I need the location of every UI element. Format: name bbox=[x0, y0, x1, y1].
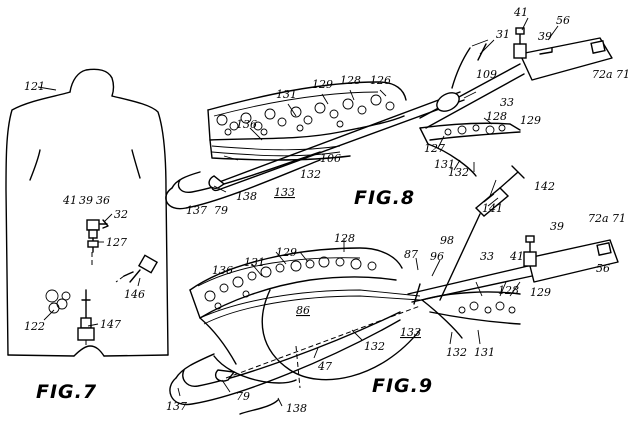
ref-141: 141 bbox=[482, 202, 503, 215]
ref-132c: 132 bbox=[364, 340, 385, 353]
ref-106: 106 bbox=[320, 152, 341, 165]
ref-98: 98 bbox=[440, 234, 454, 247]
ref-71a: 71 bbox=[616, 68, 630, 81]
ref-39c: 39 bbox=[550, 220, 564, 233]
ref-36a: 36 bbox=[96, 194, 110, 207]
ref-138a: 138 bbox=[236, 190, 257, 203]
ref-121: 121 bbox=[24, 80, 45, 93]
ref-137b: 137 bbox=[166, 400, 187, 413]
ref-86: 86 bbox=[296, 304, 310, 317]
ref-122: 122 bbox=[24, 320, 45, 333]
ref-71b: 71 bbox=[612, 212, 626, 225]
ref-132d: 132 bbox=[446, 346, 467, 359]
ref-142: 142 bbox=[534, 180, 555, 193]
ref-79a: 79 bbox=[214, 204, 228, 217]
ref-128c: 128 bbox=[498, 284, 519, 297]
ref-79b: 79 bbox=[236, 390, 250, 403]
ref-39b: 39 bbox=[538, 30, 552, 43]
fig8-caption: FIG.8 bbox=[354, 187, 415, 209]
ref-131b: 131 bbox=[434, 158, 455, 171]
ref-33a: 33 bbox=[500, 96, 514, 109]
fig8-drawing bbox=[165, 27, 613, 210]
ref-146a: 146 bbox=[124, 288, 145, 301]
ref-132a: 132 bbox=[300, 168, 321, 181]
ref-132b: 132 bbox=[448, 166, 469, 179]
reference-numerals: 121 41 39 36 32 127 146 122 147 FIG.7 31… bbox=[24, 6, 630, 415]
ref-133b: 133 bbox=[400, 326, 421, 339]
ref-41c: 41 bbox=[509, 250, 524, 263]
ref-32a: 32 bbox=[114, 208, 128, 221]
ref-87: 87 bbox=[404, 248, 418, 261]
ref-129a: 129 bbox=[312, 78, 333, 91]
ref-56b: 56 bbox=[596, 262, 610, 275]
ref-56a: 56 bbox=[556, 14, 570, 27]
ref-136b: 136 bbox=[212, 264, 233, 277]
ref-133a: 133 bbox=[274, 186, 295, 199]
ref-129c: 129 bbox=[530, 286, 551, 299]
ref-127b: 127 bbox=[424, 142, 445, 155]
ref-126: 126 bbox=[370, 74, 391, 87]
ref-72a-1: 72a bbox=[592, 68, 613, 81]
fig7-caption: FIG.7 bbox=[36, 381, 97, 403]
ref-128a: 128 bbox=[340, 74, 361, 87]
ref-128b: 128 bbox=[486, 110, 507, 123]
ref-41b: 41 bbox=[513, 6, 528, 19]
ref-131c: 131 bbox=[244, 256, 265, 269]
ref-137a: 137 bbox=[186, 204, 207, 217]
leader-lines bbox=[37, 17, 559, 407]
ref-41a: 41 bbox=[62, 194, 77, 207]
ref-109: 109 bbox=[476, 68, 497, 81]
ref-128d: 128 bbox=[334, 232, 355, 245]
ref-138b: 138 bbox=[286, 402, 307, 415]
ref-47: 47 bbox=[317, 360, 332, 373]
ref-136a: 136 bbox=[236, 118, 257, 131]
ref-96: 96 bbox=[430, 250, 444, 263]
ref-31: 31 bbox=[496, 28, 510, 41]
ref-129d: 129 bbox=[276, 246, 297, 259]
fig9-drawing bbox=[169, 165, 619, 415]
ref-147: 147 bbox=[100, 318, 121, 331]
ref-72a-2: 72a bbox=[588, 212, 609, 225]
fig9-caption: FIG.9 bbox=[372, 375, 433, 397]
fig7-torso bbox=[5, 68, 169, 357]
ref-131a: 131 bbox=[276, 88, 297, 101]
ref-131d: 131 bbox=[474, 346, 495, 359]
ref-33b: 33 bbox=[480, 250, 494, 263]
ref-129b: 129 bbox=[520, 114, 541, 127]
ref-127a: 127 bbox=[106, 236, 127, 249]
ref-39a: 39 bbox=[79, 194, 93, 207]
